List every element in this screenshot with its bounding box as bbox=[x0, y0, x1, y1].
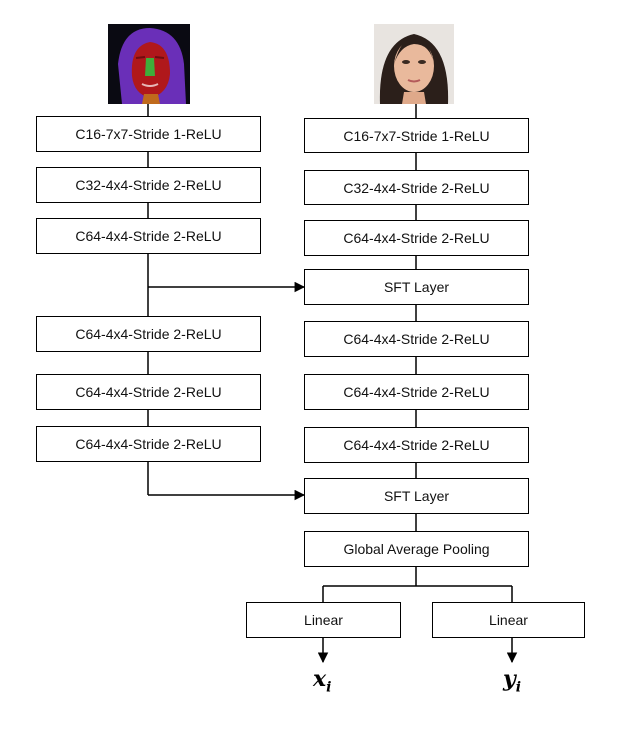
parsing-map-image bbox=[108, 24, 190, 104]
left-conv-box-5: C64-4x4-Stride 2-ReLU bbox=[36, 374, 261, 410]
right-conv-box-2: C32-4x4-Stride 2-ReLU bbox=[304, 170, 529, 205]
sft-layer-box-2: SFT Layer bbox=[304, 478, 529, 514]
output-y-symbol: y bbox=[503, 666, 516, 692]
global-average-pooling-box: Global Average Pooling bbox=[304, 531, 529, 567]
left-conv-box-2: C32-4x4-Stride 2-ReLU bbox=[36, 167, 261, 203]
left-conv-box-1: C16-7x7-Stride 1-ReLU bbox=[36, 116, 261, 152]
linear-box-left: Linear bbox=[246, 602, 401, 638]
right-conv-box-3: C64-4x4-Stride 2-ReLU bbox=[304, 220, 529, 256]
left-conv-box-3: C64-4x4-Stride 2-ReLU bbox=[36, 218, 261, 254]
output-x: xi bbox=[313, 666, 331, 695]
output-x-subscript: i bbox=[326, 679, 332, 696]
sft-layer-box-1: SFT Layer bbox=[304, 269, 529, 305]
linear-box-right: Linear bbox=[432, 602, 585, 638]
output-y-subscript: i bbox=[515, 679, 522, 696]
right-conv-box-1: C16-7x7-Stride 1-ReLU bbox=[304, 118, 529, 153]
output-x-symbol: x bbox=[313, 666, 327, 692]
left-conv-box-4: C64-4x4-Stride 2-ReLU bbox=[36, 316, 261, 352]
right-conv-box-6: C64-4x4-Stride 2-ReLU bbox=[304, 427, 529, 463]
left-conv-box-6: C64-4x4-Stride 2-ReLU bbox=[36, 426, 261, 462]
right-conv-box-5: C64-4x4-Stride 2-ReLU bbox=[304, 374, 529, 410]
face-photo-image bbox=[374, 24, 454, 104]
right-conv-box-4: C64-4x4-Stride 2-ReLU bbox=[304, 321, 529, 357]
output-y: yi bbox=[503, 666, 521, 695]
